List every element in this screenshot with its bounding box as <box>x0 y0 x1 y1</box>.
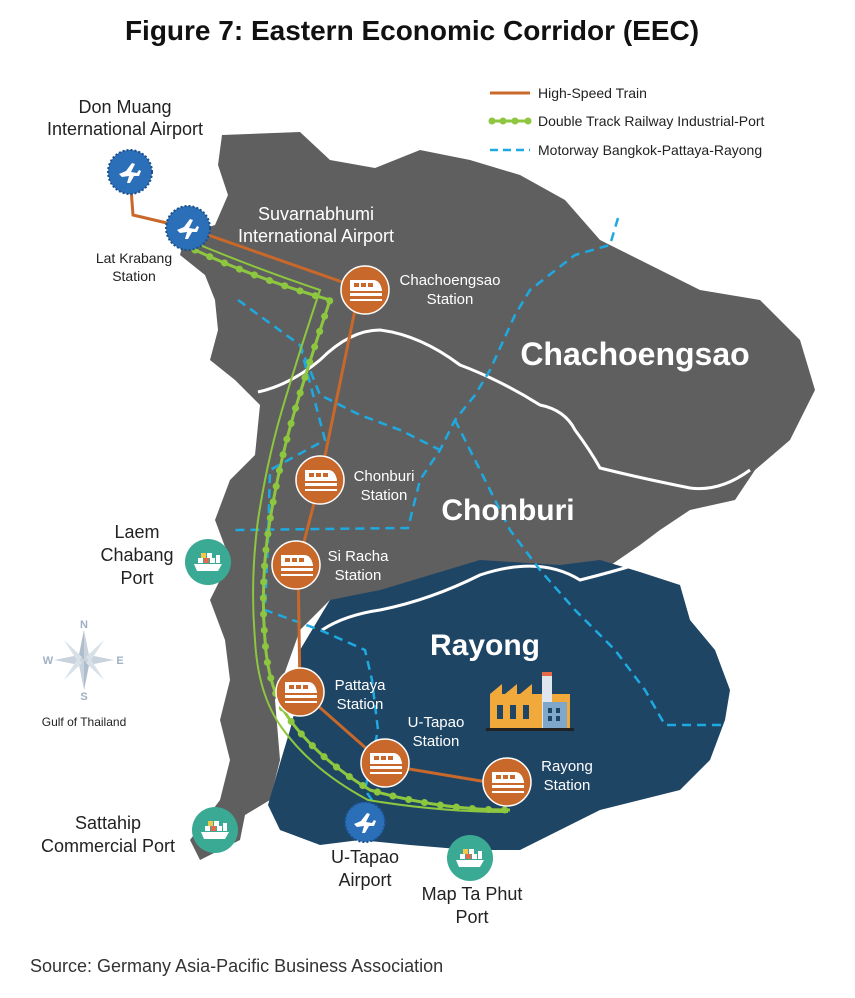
compass-east: E <box>116 655 123 667</box>
compass-west: W <box>43 655 54 667</box>
port-map-ta-phut: Map Ta Phut Port <box>422 835 523 927</box>
airport-suvarnabhumi: Suvarnabhumi International Airport <box>165 204 394 251</box>
station-pattaya: Pattaya Station <box>275 667 387 717</box>
compass-rose: N S E W <box>43 619 124 703</box>
figure-title: Figure 7: Eastern Economic Corridor (EEC… <box>125 15 699 46</box>
airport-label-line2: International Airport <box>47 119 203 139</box>
station-label-line2: Station <box>427 291 474 308</box>
port-label-line2: Chabang <box>100 545 173 565</box>
chonburi-rayong-border <box>321 558 651 632</box>
port-label-line1: Sattahip <box>75 813 141 833</box>
port-sattahip: Sattahip Commercial Port <box>41 807 238 856</box>
legend-label-motorway: Motorway Bangkok-Pattaya-Rayong <box>538 142 762 158</box>
high-speed-train-line <box>128 174 506 787</box>
station-chachoengsao: Chachoengsao Station <box>340 265 501 315</box>
station-label-line1: Chachoengsao <box>400 272 501 289</box>
station-rayong: Rayong Station <box>482 757 593 807</box>
station-label-line1: Rayong <box>541 758 593 775</box>
station-label-line2: Station <box>361 487 408 504</box>
compass-south: S <box>80 691 87 703</box>
airport-label-line1: Suvarnabhumi <box>258 204 374 224</box>
double-track-railway <box>191 242 514 814</box>
station-chonburi: Chonburi Station <box>295 455 415 505</box>
sea-label: Gulf of Thailand <box>42 715 127 729</box>
station-label-line2: Station <box>544 777 591 794</box>
airport-label-line2: International Airport <box>238 226 394 246</box>
province-label-chachoengsao: Chachoengsao <box>520 336 749 372</box>
factory-icon <box>486 672 574 731</box>
port-label-line1: Map Ta Phut <box>422 884 523 904</box>
airport-u-tapao: U-Tapao Airport <box>331 801 399 890</box>
airport-label-line1: Don Muang <box>78 97 171 117</box>
airport-label-line2: Airport <box>338 870 391 890</box>
province-label-rayong: Rayong <box>430 629 540 662</box>
station-label-line1: Chonburi <box>354 468 415 485</box>
legend: High-Speed Train Double Track Railway In… <box>488 85 765 158</box>
port-label-line3: Port <box>120 568 153 588</box>
port-label-line1: Laem <box>114 522 159 542</box>
port-label-line2: Port <box>455 907 488 927</box>
province-label-chonburi: Chonburi <box>441 494 574 527</box>
station-label-line1: U-Tapao <box>408 714 465 731</box>
station-si-racha: Si Racha Station <box>271 540 390 590</box>
source-note: Source: Germany Asia-Pacific Business As… <box>30 956 443 976</box>
port-label-line2: Commercial Port <box>41 836 175 856</box>
port-laem-chabang: Laem Chabang Port <box>100 522 231 588</box>
compass-north: N <box>80 619 88 631</box>
station-u-tapao: U-Tapao Station <box>360 714 465 788</box>
legend-label-train: High-Speed Train <box>538 85 647 101</box>
station-label-line2: Station <box>335 567 382 584</box>
station-label-lat-krabang-line1: Lat Krabang <box>96 250 172 266</box>
station-label-line1: Si Racha <box>328 548 390 565</box>
station-label-line2: Station <box>413 733 460 750</box>
land-mass <box>180 132 815 860</box>
station-label-line2: Station <box>337 696 384 713</box>
legend-label-railway: Double Track Railway Industrial-Port <box>538 113 765 129</box>
airport-label-line1: U-Tapao <box>331 847 399 867</box>
airport-don-muang: Don Muang International Airport <box>47 97 203 195</box>
chachoengsao-chonburi-border <box>257 328 751 491</box>
station-label-line1: Pattaya <box>335 677 387 694</box>
station-label-lat-krabang-line2: Station <box>112 268 156 284</box>
